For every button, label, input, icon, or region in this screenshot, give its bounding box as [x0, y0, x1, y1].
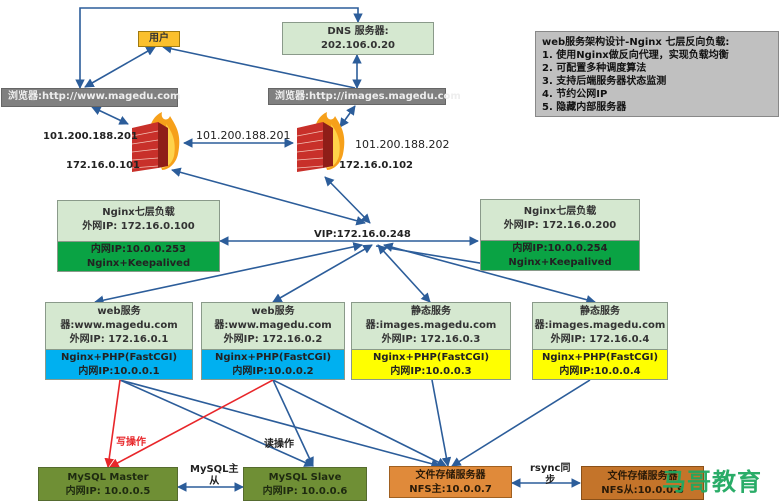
server-stack: Nginx+PHP(FastCGI)	[60, 352, 178, 363]
read-operation-label: 读操作	[264, 439, 294, 450]
server-line2: 器:www.magedu.com	[214, 320, 332, 331]
line-s1-master-write	[104, 379, 121, 468]
lb-public-ip: 外网IP: 172.16.0.100	[82, 221, 195, 232]
notes-title: web服务架构设计-Nginx 七层反向负载:	[542, 37, 730, 48]
server-line2: 器:images.magedu.com	[534, 320, 666, 331]
lb-software: Nginx+Keepalived	[508, 257, 612, 268]
load-balancer-left: Nginx七层负载 外网IP: 172.16.0.100 内网IP:10.0.0…	[57, 200, 220, 272]
line-fw-right-vip	[324, 176, 371, 224]
nfs-master-ip: NFS主:10.0.0.7	[409, 484, 492, 495]
fw-left-private-ip: 172.16.0.101	[66, 160, 141, 171]
server-line1: web服务	[251, 306, 295, 317]
server-private-ip: 内网IP:10.0.0.2	[232, 366, 314, 377]
server-public-ip: 外网IP: 172.16.0.4	[550, 334, 650, 345]
line-s1-slave	[119, 379, 314, 467]
mysql-slave-title: MySQL Slave	[268, 472, 342, 483]
lb-private-ip: 内网IP:10.0.0.253	[90, 244, 187, 255]
web-server-2: web服务 器:www.magedu.com 外网IP: 172.16.0.2 …	[201, 302, 345, 380]
line-user-browser-right	[162, 44, 356, 89]
dns-ip: 202.106.0.20	[320, 40, 396, 51]
server-line2: 器:images.magedu.com	[365, 320, 497, 331]
server-line1: 静态服务	[580, 306, 620, 317]
line-browser-dns	[75, 7, 363, 89]
mysql-replication-label: MySQL主 从	[190, 464, 239, 488]
firewall-right-icon	[293, 110, 349, 174]
mysql-replication-line1: MySQL主	[190, 464, 239, 475]
line-s2-slave	[272, 379, 314, 467]
rsync-line1: rsync同	[530, 463, 571, 474]
nfs-slave-node: 文件存储服务器 NFS从:10.0.0.8	[581, 466, 704, 500]
mysql-slave-ip: 内网IP: 10.0.0.6	[262, 486, 348, 497]
web-server-1: web服务 器:www.magedu.com 外网IP: 172.16.0.1 …	[45, 302, 193, 380]
line-browser-fw-left	[91, 106, 129, 125]
line-browser-fw-right	[339, 105, 356, 128]
server-public-ip: 外网IP: 172.16.0.1	[69, 334, 169, 345]
browser-left-label: 浏览器:http://www.magedu.com	[8, 91, 181, 102]
static-server-4: 静态服务 器:images.magedu.com 外网IP: 172.16.0.…	[532, 302, 668, 380]
server-private-ip: 内网IP:10.0.0.1	[78, 366, 160, 377]
server-public-ip: 外网IP: 172.16.0.3	[381, 334, 481, 345]
notes-item: 4. 节约公网IP	[542, 89, 608, 100]
mysql-master-ip: 内网IP: 10.0.0.5	[65, 486, 151, 497]
fw-right-private-ip: 172.16.0.102	[339, 160, 414, 171]
dns-server-node: DNS 服务器: 202.106.0.20	[282, 22, 434, 55]
static-server-3: 静态服务 器:images.magedu.com 外网IP: 172.16.0.…	[351, 302, 511, 380]
server-stack: Nginx+PHP(FastCGI)	[541, 352, 659, 363]
line-vip-server2	[272, 244, 373, 303]
dns-title: DNS 服务器:	[327, 26, 389, 37]
server-public-ip: 外网IP: 172.16.0.2	[223, 334, 323, 345]
fw-right-public-ip: 101.200.188.202	[355, 138, 450, 151]
notes-item: 3. 支持后端服务器状态监测	[542, 76, 667, 87]
fw-left-public-ip: 101.200.188.201	[43, 131, 138, 142]
load-balancer-right: Nginx七层负载 外网IP: 172.16.0.200 内网IP:10.0.0…	[480, 199, 640, 271]
browser-right-label: 浏览器:http://images.magedu.com	[275, 91, 461, 102]
line-s2-master-write	[109, 379, 274, 468]
user-label: 用户	[149, 33, 169, 44]
server-stack: Nginx+PHP(FastCGI)	[372, 352, 490, 363]
mysql-master-node: MySQL Master 内网IP: 10.0.0.5	[38, 467, 178, 501]
lb-title: Nginx七层负载	[102, 207, 175, 218]
server-private-ip: 内网IP:10.0.0.3	[390, 366, 472, 377]
notes-item: 1. 使用Nginx做反向代理，实现负载均衡	[542, 50, 729, 61]
line-vip-server4	[383, 242, 596, 305]
lb-public-ip: 外网IP: 172.16.0.200	[503, 220, 617, 231]
firewall-left-icon	[128, 110, 184, 174]
fw-link-label: 101.200.188.201	[196, 129, 291, 142]
browser-left: 浏览器:http://www.magedu.com	[1, 88, 181, 107]
line-s4-nfs	[451, 379, 591, 467]
notes-item: 2. 可配置多种调度算法	[542, 63, 647, 74]
lb-title: Nginx七层负载	[523, 206, 597, 217]
nfs-slave-title: 文件存储服务器	[607, 471, 678, 482]
server-line2: 器:www.magedu.com	[60, 320, 178, 331]
vip-label: VIP:172.16.0.248	[314, 229, 411, 240]
line-s2-nfs	[272, 379, 447, 467]
notes-box: web服务架构设计-Nginx 七层反向负载: 1. 使用Nginx做反向代理，…	[535, 31, 779, 117]
server-line1: web服务	[97, 306, 141, 317]
line-s1-nfs	[119, 379, 441, 469]
nfs-master-title: 文件存储服务器	[415, 470, 486, 481]
write-operation-label: 写操作	[116, 437, 146, 448]
browser-right: 浏览器:http://images.magedu.com	[268, 88, 461, 105]
watermark-logo: 马哥教育	[662, 468, 762, 496]
nfs-master-node: 文件存储服务器 NFS主:10.0.0.7	[389, 466, 512, 498]
nfs-slave-ip: NFS从:10.0.0.8	[601, 485, 684, 496]
lb-software: Nginx+Keepalived	[86, 258, 191, 269]
mysql-replication-line2: 从	[209, 476, 220, 487]
server-private-ip: 内网IP:10.0.0.4	[559, 366, 641, 377]
rsync-label: rsync同 步	[530, 463, 570, 487]
server-line1: 静态服务	[411, 306, 451, 317]
rsync-line2: 步	[545, 475, 556, 486]
user-node: 用户	[138, 31, 180, 47]
mysql-slave-node: MySQL Slave 内网IP: 10.0.0.6	[243, 467, 367, 501]
line-s3-nfs	[431, 379, 452, 467]
notes-item: 5. 隐藏内部服务器	[542, 102, 627, 113]
line-user-browser-left	[84, 46, 156, 88]
server-stack: Nginx+PHP(FastCGI)	[214, 352, 332, 363]
lb-private-ip: 内网IP:10.0.0.254	[512, 243, 608, 254]
mysql-master-title: MySQL Master	[67, 472, 149, 483]
